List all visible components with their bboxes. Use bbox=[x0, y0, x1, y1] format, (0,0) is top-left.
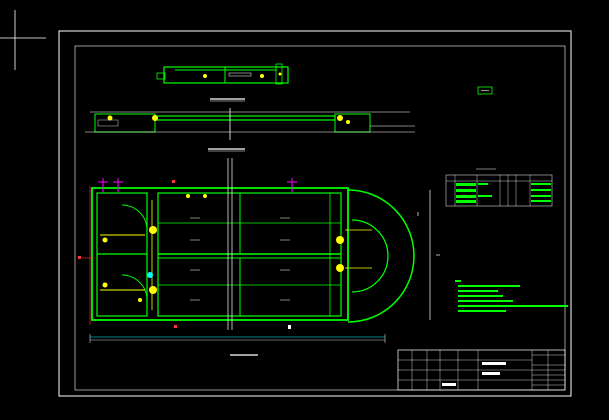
axis-markers bbox=[78, 180, 291, 329]
equipment-table bbox=[445, 168, 553, 207]
design-notes bbox=[455, 280, 568, 312]
plan-view-equipment bbox=[102, 194, 344, 302]
crosshair-cursor-icon bbox=[0, 10, 46, 70]
north-arrow-icon bbox=[477, 86, 493, 95]
drawing-outer-border bbox=[58, 30, 572, 397]
section-view-top bbox=[156, 63, 289, 85]
section-view-long bbox=[85, 108, 415, 140]
section-view-long-title bbox=[208, 148, 245, 152]
plan-dimension-line bbox=[89, 334, 386, 356]
section-view-top-title bbox=[210, 98, 245, 102]
section-cut-lines bbox=[227, 158, 440, 330]
title-block bbox=[397, 349, 566, 391]
plan-view-tank bbox=[82, 186, 415, 325]
drawing-inner-border bbox=[74, 45, 566, 391]
plan-view-pipe-markers bbox=[98, 178, 297, 192]
